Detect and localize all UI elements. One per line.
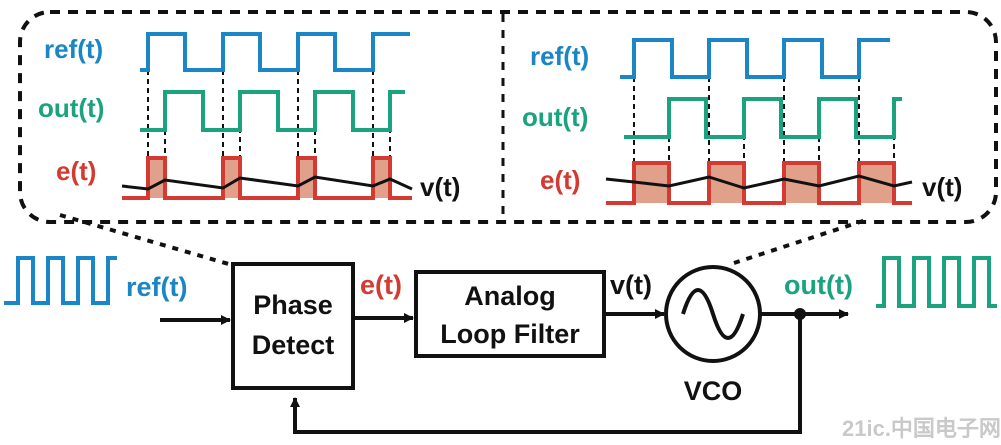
watermark: 21ic.中国电子网 bbox=[842, 416, 1001, 441]
v-label-left: v(t) bbox=[420, 172, 460, 202]
out-label-right: out(t) bbox=[522, 102, 588, 132]
timing-callout-box bbox=[18, 10, 998, 224]
v-label-right: v(t) bbox=[922, 172, 962, 202]
callout-connector-left bbox=[59, 213, 233, 267]
out-label-left: out(t) bbox=[38, 93, 104, 123]
loop-filter-line2: Loop Filter bbox=[440, 319, 580, 349]
out-output-wave bbox=[876, 256, 997, 308]
error-pulses-left bbox=[122, 156, 412, 200]
ref-input-label: ref(t) bbox=[126, 272, 188, 302]
out-waveform-left bbox=[140, 90, 405, 132]
phase-detect-line1: Phase bbox=[253, 290, 333, 320]
ref-label-right: ref(t) bbox=[530, 41, 589, 71]
panel-left: ref(t) out(t) e(t) v(t) bbox=[38, 32, 460, 202]
e-label-right: e(t) bbox=[540, 165, 580, 195]
loop-filter-block: Analog Loop Filter bbox=[414, 270, 606, 358]
loop-filter-line1: Analog bbox=[464, 281, 556, 311]
v-waveform-right bbox=[605, 174, 913, 190]
v-signal-label: v(t) bbox=[610, 270, 652, 300]
ref-input-wave bbox=[4, 256, 117, 305]
feedback-path bbox=[290, 314, 802, 434]
phase-detect-line2: Detect bbox=[252, 330, 335, 360]
alignment-lines-left bbox=[147, 70, 391, 160]
v-waveform-left bbox=[121, 175, 413, 191]
panel-right: ref(t) out(t) e(t) v(t) bbox=[522, 38, 962, 205]
phase-detect-block: Phase Detect bbox=[231, 262, 355, 390]
ref-waveform-right bbox=[620, 38, 890, 79]
ref-label-left: ref(t) bbox=[44, 34, 103, 64]
out-waveform-right bbox=[624, 97, 902, 139]
callout-connector-right bbox=[733, 218, 867, 265]
out-signal-label: out(t) bbox=[784, 270, 853, 300]
e-label-left: e(t) bbox=[56, 156, 96, 186]
vco-block: VCO bbox=[664, 265, 762, 406]
ref-waveform-left bbox=[140, 32, 410, 72]
e-signal-label: e(t) bbox=[360, 270, 402, 300]
vco-label: VCO bbox=[684, 376, 743, 406]
sine-wave-icon bbox=[681, 288, 745, 340]
